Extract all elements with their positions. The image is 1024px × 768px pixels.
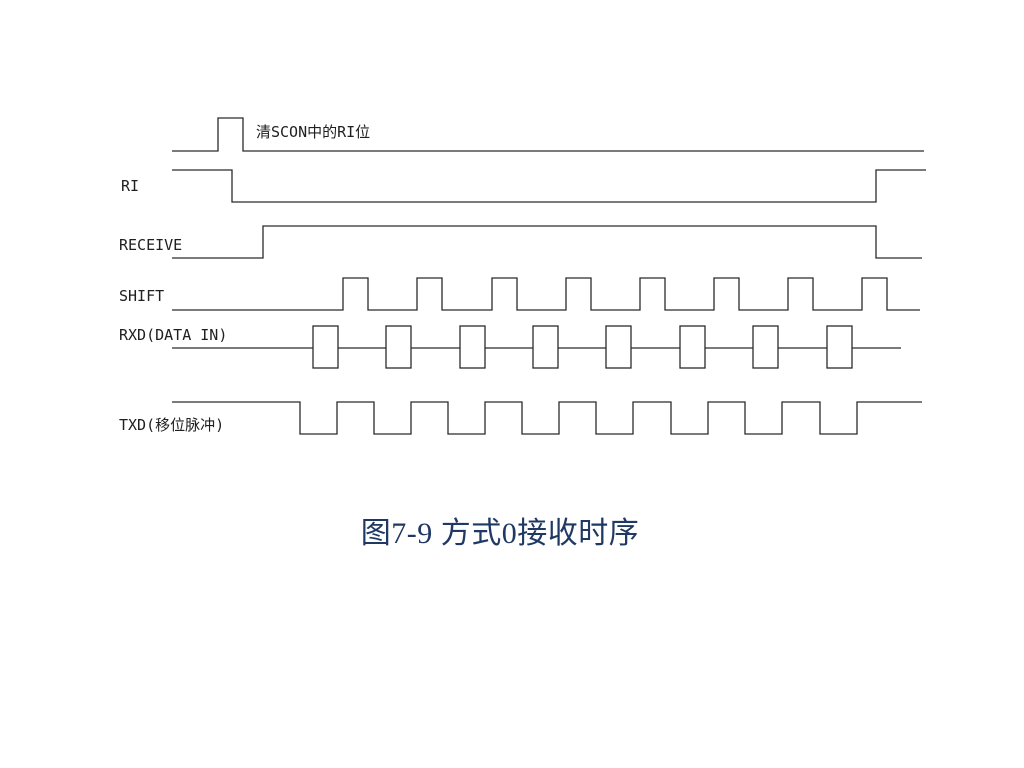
ri-label: RI [121,177,139,195]
rxd-bit-7 [826,325,853,369]
txd-row: TXD(移位脉冲) [119,401,922,435]
txd-label: TXD(移位脉冲) [119,416,224,434]
rxd-bit-2 [459,325,486,369]
shift-trace [172,277,920,311]
receive-row: RECEIVE [119,225,922,259]
timing-diagram: 清SCON中的RI位 RI RECEIVE SHIFT RXD(DATA IN)… [119,117,926,435]
rxd-bit-4 [605,325,632,369]
txd-trace [172,401,922,435]
rxd-bit-5 [679,325,706,369]
receive-label: RECEIVE [119,236,182,254]
clear-ri-pulse-trace [172,117,924,152]
ri-trace [172,169,926,203]
clear-ri-label: 清SCON中的RI位 [256,123,370,141]
rxd-bit-0 [312,325,339,369]
clear-ri-row: 清SCON中的RI位 [172,117,924,152]
rxd-label: RXD(DATA IN) [119,326,227,344]
rxd-data-bits [312,325,853,369]
rxd-row: RXD(DATA IN) [119,325,901,369]
shift-row: SHIFT [119,277,920,311]
receive-trace [172,225,922,259]
ri-row: RI [121,169,926,203]
shift-label: SHIFT [119,287,164,305]
rxd-bit-3 [532,325,559,369]
figure-caption: 图7-9 方式0接收时序 [360,517,640,550]
rxd-bit-6 [752,325,779,369]
rxd-bit-1 [385,325,412,369]
